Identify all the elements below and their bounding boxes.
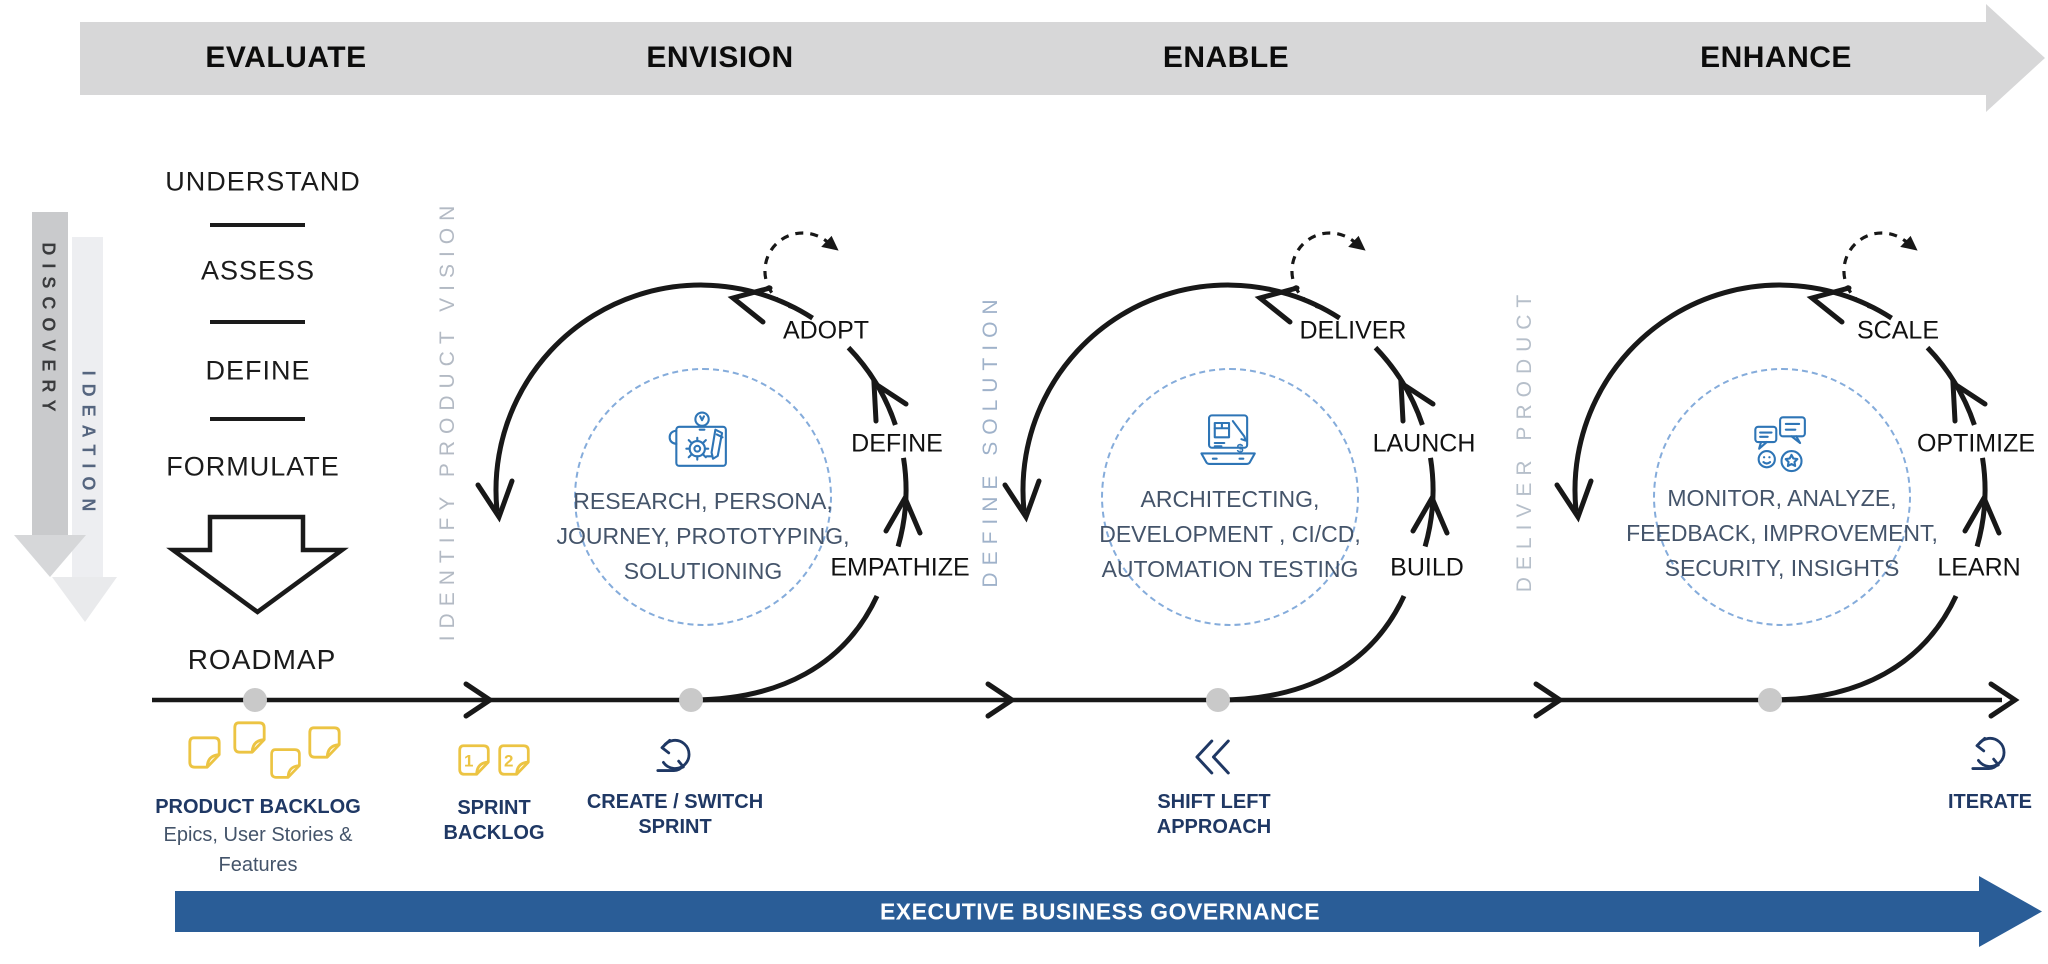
milestone-iterate: ITERATE [1910,734,2048,815]
governance-label: EXECUTIVE BUSINESS GOVERNANCE [879,898,1321,925]
loop2-stage-deliver: DELIVER [1299,316,1407,345]
milestone-subtitle: Epics, User Stories & [163,824,353,846]
roadmap-timeline-dot [243,688,267,712]
loop3-circle-line: FEEDBACK, IMPROVEMENT, [1626,519,1938,546]
iteration-dashed-loop [763,231,829,310]
loop2-vertical-label: DEFINE SOLUTION [979,292,1002,588]
milestone-sprint-backlog: 1 2 SPRINT BACKLOG [414,742,574,846]
loop3-stage-scale: SCALE [1857,316,1939,345]
roadmap-label: ROADMAP [187,644,337,675]
loop2-stage-build: BUILD [1390,553,1464,582]
iteration-dashed-loop [1842,231,1908,310]
step-formulate: FORMULATE [166,451,340,482]
phase-label-evaluate: EVALUATE [205,41,367,74]
discovery-flow-label: DISCOVERY [38,242,59,420]
loop3-stage-learn: LEARN [1937,553,2021,582]
loop3-circle-line: SECURITY, INSIGHTS [1664,554,1900,581]
iterate-cycle-icon [1910,734,2048,776]
milestone-title: SHIFT LEFT [1157,791,1271,813]
sprint-note-number: 1 [464,751,473,770]
loop1-activity-circle: RESEARCH, PERSONA, JOURNEY, PROTOTYPING,… [556,368,850,626]
loop1-stage-define: DEFINE [851,429,943,458]
sprint-note-number: 2 [504,751,513,770]
step-dividers [210,223,305,421]
step-assess: ASSESS [200,255,316,286]
step-define: DEFINE [205,355,311,386]
milestone-title: ITERATE [1947,791,2033,813]
numbered-sticky-notes-icon: 1 2 [414,742,574,778]
phase-label-enable: ENABLE [1162,41,1290,74]
milestone-title: SPRINT [457,797,531,819]
phase-label-enhance: ENHANCE [1700,41,1852,74]
smiley-eye [1762,455,1766,458]
iteration-dashed-loop [1290,231,1356,310]
phase-label-envision: ENVISION [646,41,794,74]
milestone-title: BACKLOG [443,822,545,844]
milestone-title: CREATE / SWITCH [586,791,764,813]
loop1-circle-line: SOLUTIONING [623,557,783,584]
blueprint-idea-icon [668,410,727,467]
timeline [152,681,2020,719]
milestone-subtitle: Features [218,854,298,876]
formulate-down-arrow [166,514,349,615]
milestone-shift-left-approach: SHIFT LEFT APPROACH [1114,738,1314,840]
loop1-circle-line: JOURNEY, PROTOTYPING, [556,522,850,549]
milestone-product-backlog: PRODUCT BACKLOG Epics, User Stories & Fe… [128,716,388,880]
loop2-circle-line: DEVELOPMENT , CI/CD, [1099,520,1361,547]
loop1-circle-line: RESEARCH, PERSONA, [573,487,833,514]
step-understand: UNDERSTAND [165,166,361,197]
sticky-notes-icon [128,716,388,786]
loop3-circle-line: MONITOR, ANALYZE, [1667,484,1897,511]
feedback-monitoring-icon [1754,415,1806,472]
loop1-vertical-label: IDENTIFY PRODUCT VISION [436,198,459,642]
loop2-circle-line: ARCHITECTING, [1140,485,1320,512]
loop3-vertical-label: DELIVER PRODUCT [1513,287,1536,593]
loop3-activity-circle: MONITOR, ANALYZE, FEEDBACK, IMPROVEMENT,… [1626,368,1938,626]
loop3-stage-optimize: OPTIMIZE [1916,429,2036,458]
shift-left-chevrons-icon [1114,738,1314,776]
loop2-circle-line: AUTOMATION TESTING [1101,555,1359,582]
milestone-create-switch-sprint: CREATE / SWITCH SPRINT [565,736,785,840]
milestone-title: SPRINT [638,816,712,838]
loop1-stage-empathize: EMPATHIZE [830,553,970,582]
dollar-glyph: $ [1237,441,1244,455]
milestone-title: APPROACH [1156,816,1272,838]
milestone-title: PRODUCT BACKLOG [155,796,361,818]
loop2-activity-circle: $ ARCHITECTING, DEVELOPMENT , CI/CD, AUT… [1099,368,1361,626]
sprint-cycle-icon [565,736,785,778]
ideation-flow-label: IDEATION [78,370,99,520]
loop1-stage-adopt: ADOPT [782,316,870,345]
loop2-stage-launch: LAUNCH [1372,429,1476,458]
laptop-development-icon: $ [1200,413,1256,465]
smiley-eye [1768,455,1771,458]
